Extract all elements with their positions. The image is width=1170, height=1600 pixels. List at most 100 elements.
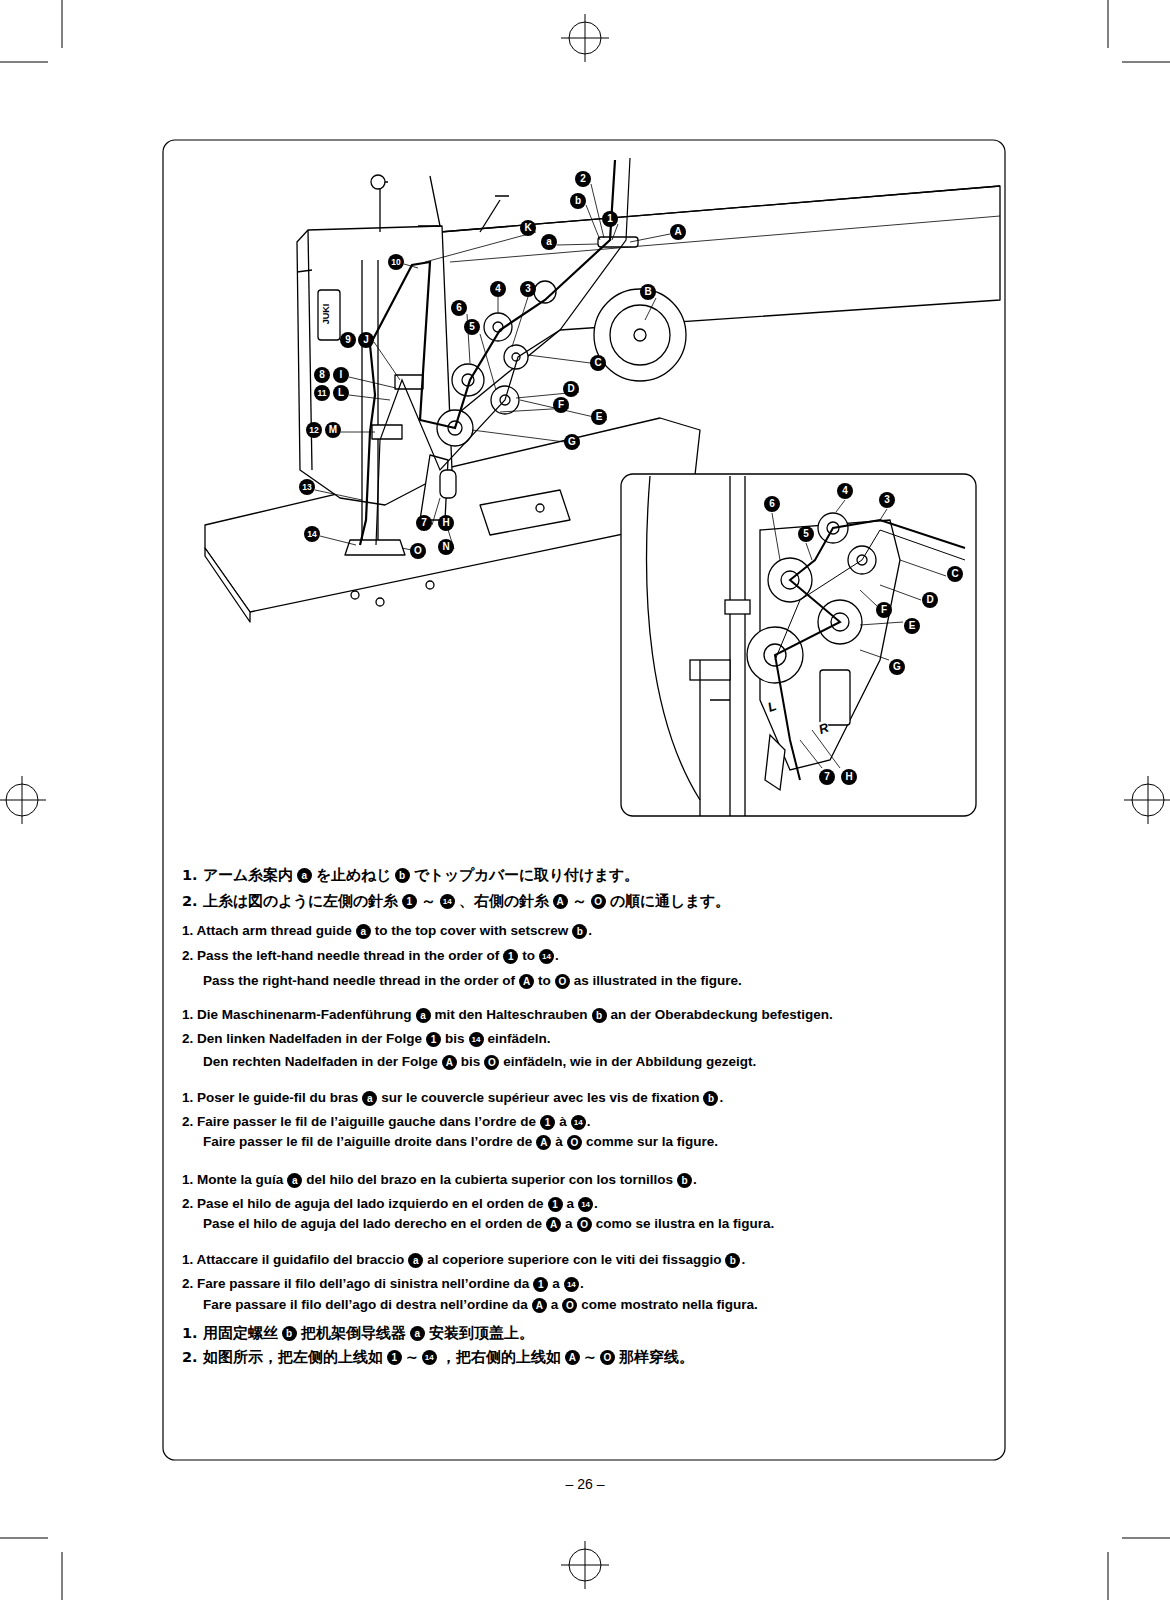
callout-marker: A <box>536 1135 551 1150</box>
callout-number: 3 <box>520 281 536 297</box>
detail-inset <box>765 735 785 790</box>
callout-marker: A <box>519 974 534 989</box>
machine-drawing <box>610 305 670 365</box>
machine-drawing <box>205 548 250 622</box>
leader-line <box>315 184 670 553</box>
instruction-text: à <box>559 1112 567 1132</box>
instruction-text: comme sur la figure. <box>586 1132 718 1152</box>
machine-drawing <box>345 540 405 555</box>
instruction-text: 1. Attaccare il guidafilo del braccio <box>182 1250 404 1270</box>
callout-number: 4 <box>490 281 506 297</box>
instruction-text: 2. Den linken Nadelfaden in der Folge <box>182 1029 422 1049</box>
instruction-line: Pase el hilo de aguja del lado derecho e… <box>203 1214 778 1234</box>
instruction-line: Den rechten Nadelfaden in der FolgeAbisO… <box>203 1052 760 1072</box>
instruction-text: bis <box>461 1052 481 1072</box>
callout-number: F <box>553 397 569 413</box>
machine-drawing <box>480 196 509 232</box>
instruction-line: 2. 如图所示，把左侧的上线如1~14，把右侧的上线如A~O那样穿线。 <box>182 1347 698 1367</box>
instruction-line: 1. Attaccare il guidafilo del braccio aal… <box>182 1250 749 1270</box>
instruction-text: Den rechten Nadelfaden in der Folge <box>203 1052 438 1072</box>
instruction-text: 1. Poser le guide-fil du bras <box>182 1088 358 1108</box>
callout-marker: 1 <box>387 1350 402 1365</box>
callout-number: B <box>640 284 656 300</box>
machine-drawing <box>351 591 359 599</box>
callout-number: G <box>564 434 580 450</box>
machine-drawing <box>371 175 385 189</box>
callout-number: 4 <box>837 483 853 499</box>
machine-drawing <box>452 364 484 396</box>
instruction-text: . <box>588 921 592 941</box>
instruction-line: 2. 上糸は図のように左側の針糸1～14、右側の針糸A～Oの順に通します。 <box>182 891 734 911</box>
machine-drawing <box>318 290 340 340</box>
instruction-text: 1. アーム糸案内 <box>182 865 293 885</box>
thread-path <box>360 158 630 545</box>
instruction-text: 1. Die Maschinenarm-Fadenführung <box>182 1005 412 1025</box>
instruction-text: sur le couvercle supérieur avec les vis … <box>381 1088 699 1108</box>
callout-number: C <box>947 566 963 582</box>
machine-drawing <box>297 270 312 272</box>
callout-marker: 14 <box>564 1277 579 1292</box>
instruction-line: Pass the right-hand needle thread in the… <box>203 971 746 991</box>
callout-marker: A <box>565 1350 580 1365</box>
callout-marker: a <box>356 924 371 939</box>
callout-marker: a <box>416 1008 431 1023</box>
callout-number: 14 <box>304 526 320 542</box>
detail-inset <box>647 476 700 800</box>
instruction-text: . <box>741 1250 745 1270</box>
callout-marker: 1 <box>426 1032 441 1047</box>
instruction-text: einfädeln. <box>488 1029 551 1049</box>
callout-number: O <box>410 543 426 559</box>
machine-drawing <box>484 313 512 341</box>
callout-number: 7 <box>416 515 432 531</box>
instruction-text: ～ <box>572 891 587 911</box>
instruction-text: a <box>565 1214 573 1234</box>
callout-number: 6 <box>451 300 467 316</box>
instruction-line: Faire passer le fil de l’aiguille droite… <box>203 1132 722 1152</box>
callout-marker: O <box>577 1217 592 1232</box>
callout-number: 8 <box>314 367 330 383</box>
instruction-text: al coperiore superiore con le viti dei f… <box>427 1250 721 1270</box>
machine-drawing <box>440 186 1000 420</box>
machine-drawing <box>426 581 434 589</box>
callout-marker: b <box>725 1253 740 1268</box>
callout-number: 7 <box>819 769 835 785</box>
instruction-text: 那样穿线。 <box>619 1347 694 1367</box>
scale-letter: L <box>765 698 779 715</box>
instruction-text: 1. Attach arm thread guide <box>182 921 352 941</box>
instruction-text: . <box>580 1274 584 1294</box>
instruction-text: . <box>719 1088 723 1108</box>
instruction-text: come mostrato nella figura. <box>581 1295 757 1315</box>
callout-number: 5 <box>798 526 814 542</box>
callout-marker: a <box>287 1173 302 1188</box>
instruction-text: à <box>555 1132 563 1152</box>
instruction-line: 1. Poser le guide-fil du brasasur le cou… <box>182 1088 727 1108</box>
machine-drawing <box>376 598 384 606</box>
callout-marker: O <box>591 894 606 909</box>
scale-letter: R <box>816 720 832 738</box>
callout-number: G <box>889 659 905 675</box>
detail-inset <box>820 670 850 725</box>
instruction-text: . <box>693 1170 697 1190</box>
callout-marker: 1 <box>540 1115 555 1130</box>
callout-number: C <box>590 355 606 371</box>
callout-marker: a <box>297 868 312 883</box>
crop-mark <box>1124 776 1170 824</box>
crop-mark <box>561 1541 609 1589</box>
instruction-text: でトップカバーに取り付けます。 <box>414 865 639 885</box>
callout-number: N <box>438 539 454 555</box>
machine-drawing <box>372 176 440 232</box>
instruction-text: Fare passare il filo dell’ago di destra … <box>203 1295 528 1315</box>
instruction-text: ，把右侧的上线如 <box>441 1347 561 1367</box>
callout-marker: O <box>600 1350 615 1365</box>
callout-number: 5 <box>464 319 480 335</box>
callout-marker: b <box>395 868 410 883</box>
callout-marker: a <box>408 1253 423 1268</box>
instruction-text: 2. Pase el hilo de aguja del lado izquie… <box>182 1194 544 1214</box>
inset-thread <box>775 520 965 780</box>
callout-marker: 1 <box>533 1277 548 1292</box>
callout-marker: 1 <box>402 894 417 909</box>
callout-marker: b <box>677 1173 692 1188</box>
instruction-line: 1. Die Maschinenarm-Fadenführungamit den… <box>182 1005 837 1025</box>
instruction-text: a <box>551 1295 559 1315</box>
